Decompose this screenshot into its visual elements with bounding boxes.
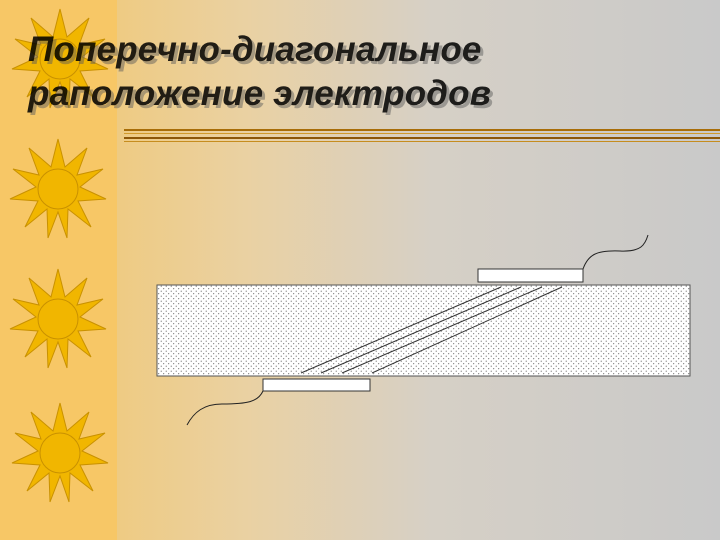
field-line <box>371 286 563 374</box>
electrode-wire-top <box>582 234 649 270</box>
field-lines <box>300 286 563 374</box>
electrode-top <box>477 268 584 283</box>
field-line <box>320 286 522 374</box>
title-underline <box>124 129 720 143</box>
sun-icon <box>9 138 107 239</box>
sun-icon <box>11 402 109 503</box>
field-line <box>300 286 502 374</box>
sun-icon <box>11 8 109 109</box>
page-title: Поперечно-диагональное раположение элект… <box>28 30 492 113</box>
electrode-wire-bottom <box>186 390 264 426</box>
field-line <box>341 286 543 374</box>
electrode-bottom <box>262 378 371 392</box>
sun-icon <box>9 268 107 369</box>
tissue-block <box>156 284 691 377</box>
